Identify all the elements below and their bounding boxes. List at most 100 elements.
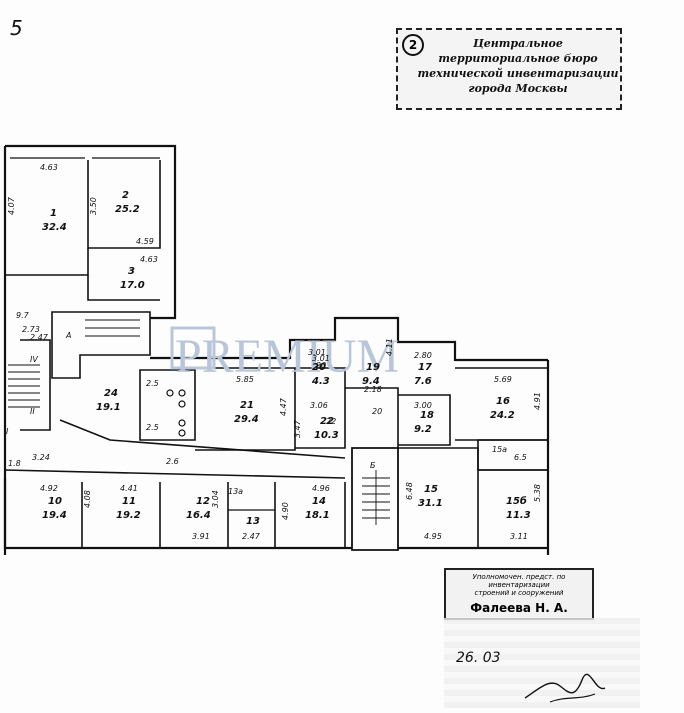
room-area: 18.1	[305, 510, 330, 521]
room-number: 15	[424, 484, 438, 495]
svg-text:4.91: 4.91	[533, 392, 542, 410]
svg-text:2.18: 2.18	[364, 385, 382, 394]
svg-text:22: 22	[326, 417, 336, 426]
svg-text:3.11: 3.11	[510, 532, 528, 541]
svg-text:4.07: 4.07	[7, 196, 16, 215]
svg-text:9.7: 9.7	[16, 311, 30, 320]
svg-text:3.50: 3.50	[89, 197, 98, 215]
room-area: 17.0	[120, 280, 145, 291]
room-number: 10	[48, 496, 62, 507]
inspector-stamp: Уполномочен. предст. по инвентаризации с…	[444, 568, 594, 620]
signature	[524, 673, 606, 703]
watermark-logo	[170, 326, 216, 370]
room-area: 24.2	[490, 410, 515, 421]
svg-text:6.48: 6.48	[405, 482, 414, 500]
room-number: 1	[50, 208, 57, 219]
room-number: 2	[122, 190, 129, 201]
room-area: 4.3	[311, 376, 330, 387]
room-area: 31.1	[418, 498, 443, 509]
room-area: 32.4	[42, 222, 67, 233]
svg-text:II: II	[30, 407, 35, 416]
watermark-text: PREMIUM	[175, 330, 399, 383]
room-area: 19.2	[116, 510, 141, 521]
stamp-number-badge: 2	[402, 34, 424, 56]
svg-text:А: А	[65, 331, 71, 340]
room-area: 19.4	[42, 510, 67, 521]
svg-text:3.06: 3.06	[310, 401, 328, 410]
svg-text:3.04: 3.04	[211, 490, 220, 508]
inspector-stamp-line-1: Уполномочен. предст. по инвентаризации	[472, 573, 566, 589]
svg-text:IV: IV	[30, 355, 38, 364]
svg-text:15а: 15а	[492, 445, 507, 454]
svg-text:2.47: 2.47	[30, 333, 49, 342]
stamp-line-1: Центральное	[473, 37, 563, 50]
svg-text:5.69: 5.69	[494, 375, 512, 384]
stamp-shadow	[444, 618, 640, 708]
svg-text:2.73: 2.73	[22, 325, 40, 334]
room-number: 22	[320, 416, 334, 427]
room-number: 14	[312, 496, 326, 507]
misc-labels: 20 20 22 2.5 2.5 13а 15а 6.5 А Б IV II I…	[6, 311, 527, 496]
room-area: 10.3	[314, 430, 339, 441]
svg-text:5.85: 5.85	[236, 375, 254, 384]
room-number: 15б	[506, 495, 527, 507]
svg-text:4.47: 4.47	[279, 397, 288, 416]
svg-text:3.91: 3.91	[192, 532, 210, 541]
room-number: 24	[104, 388, 118, 399]
svg-text:4.41: 4.41	[120, 484, 138, 493]
svg-text:5.38: 5.38	[533, 484, 542, 502]
page-number: 5	[10, 16, 23, 40]
svg-text:4.11: 4.11	[385, 338, 394, 356]
svg-text:3.24: 3.24	[32, 453, 50, 462]
svg-text:4.63: 4.63	[140, 255, 158, 264]
svg-text:20: 20	[316, 361, 326, 370]
svg-text:2.5: 2.5	[146, 379, 159, 388]
room-number: 20	[312, 362, 326, 373]
svg-text:4.59: 4.59	[136, 237, 154, 246]
inspector-stamp-line-2: строений и сооружений	[474, 589, 564, 597]
room-number: 17	[418, 362, 432, 373]
svg-text:1.8: 1.8	[8, 459, 21, 468]
svg-text:2.6: 2.6	[166, 457, 179, 466]
room-number: 16	[496, 396, 510, 407]
svg-text:4.08: 4.08	[83, 490, 92, 508]
stamp-line-2: территориальное бюро	[438, 52, 598, 65]
svg-text:4.90: 4.90	[281, 502, 290, 520]
room-area: 7.6	[414, 376, 432, 387]
svg-text:I: I	[6, 427, 9, 436]
svg-text:6.5: 6.5	[514, 453, 527, 462]
room-labels: 1 32.4 2 25.2 3 17.0 10 19.4 11 19.2 12 …	[42, 190, 531, 527]
svg-text:Б: Б	[370, 461, 376, 470]
inventory-bureau-stamp: 2 Центральное территориальное бюро техни…	[396, 28, 622, 110]
svg-text:4.63: 4.63	[40, 163, 58, 172]
svg-text:3.01: 3.01	[312, 354, 330, 363]
svg-text:2.47: 2.47	[242, 532, 261, 541]
room-number: 11	[122, 496, 136, 507]
svg-text:3.00: 3.00	[414, 401, 432, 410]
room-number: 13	[246, 516, 260, 527]
svg-text:20: 20	[372, 407, 382, 416]
room-area: 9.4	[362, 376, 380, 387]
svg-text:4.95: 4.95	[424, 532, 442, 541]
svg-text:2.80: 2.80	[414, 351, 432, 360]
room-number: 21	[240, 400, 254, 411]
stamp-date: 26. 03	[456, 650, 501, 666]
inspector-name: Фалеева Н. А.	[470, 601, 568, 615]
room-number: 3	[128, 266, 135, 277]
svg-text:3.01: 3.01	[308, 348, 326, 357]
room-area: 29.4	[234, 414, 259, 425]
room-area: 9.2	[414, 424, 432, 435]
stamp-line-4: города Москвы	[468, 82, 568, 95]
room-area: 25.2	[115, 204, 140, 215]
svg-text:4.92: 4.92	[40, 484, 58, 493]
room-number: 12	[196, 496, 210, 507]
room-number: 18	[420, 410, 434, 421]
room-number: 19	[366, 362, 380, 373]
stamp-line-3: технической инвентаризации	[417, 67, 619, 80]
room-area: 19.1	[96, 402, 121, 413]
svg-text:3.47: 3.47	[293, 419, 302, 438]
svg-text:13а: 13а	[228, 487, 243, 496]
dimension-labels: 4.63 4.07 3.50 4.59 4.63 3.01 5.85 4.47 …	[7, 163, 542, 541]
svg-text:2.5: 2.5	[146, 423, 159, 432]
